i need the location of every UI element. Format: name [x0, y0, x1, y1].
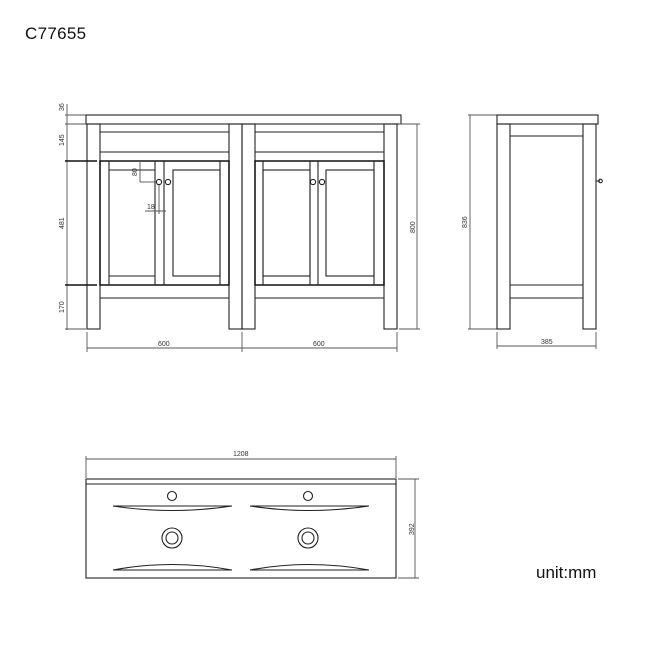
dim-depth: 385 — [541, 339, 553, 346]
left-basin-front-edge — [112, 563, 233, 571]
right-basin-front-edge — [249, 563, 370, 571]
front-leg-center-left — [228, 123, 243, 330]
left-door-handle-2 — [164, 178, 172, 186]
dim-right-width: 600 — [313, 341, 325, 348]
right-door-handle-2 — [318, 178, 326, 186]
front-countertop — [85, 114, 402, 125]
drawing-title: C77655 — [25, 24, 87, 43]
right-basin-back-edge — [249, 505, 370, 512]
unit-label: unit:mm — [536, 563, 597, 582]
side-leg-back — [496, 123, 511, 330]
dim-top-thickness: 36 — [59, 103, 66, 111]
front-leg-left — [86, 123, 101, 330]
left-basin-back-edge — [112, 505, 233, 512]
dim-left-width: 600 — [158, 341, 170, 348]
dim-top-width: 1208 — [233, 451, 249, 458]
front-leg-right — [383, 123, 398, 330]
dim-leg-height: 170 — [59, 301, 66, 313]
left-drain — [161, 527, 183, 549]
basin-top-outline — [85, 478, 397, 579]
top-view: 1208 392 — [85, 451, 419, 579]
side-view: 836 385 — [462, 114, 603, 349]
dim-handle-offset: 80 — [132, 168, 139, 176]
right-cabinet-door-frame — [254, 160, 385, 286]
dim-total-height: 836 — [462, 216, 469, 228]
dim-door-height: 481 — [59, 217, 66, 229]
dim-apron-height: 145 — [59, 134, 66, 146]
side-countertop — [496, 114, 599, 125]
dim-cabinet-height: 800 — [410, 221, 417, 233]
right-door-handle-1 — [309, 178, 317, 186]
front-view: 36 145 481 170 80 18 600 600 800 — [59, 103, 420, 352]
front-leg-center-right — [241, 123, 256, 330]
right-tap-hole — [302, 490, 314, 502]
left-door-handle-1 — [155, 178, 163, 186]
dim-top-depth: 392 — [409, 523, 416, 535]
dim-handle-gap: 18 — [147, 204, 155, 211]
left-tap-hole — [166, 490, 178, 502]
side-leg-front — [582, 123, 597, 330]
right-drain — [297, 527, 319, 549]
